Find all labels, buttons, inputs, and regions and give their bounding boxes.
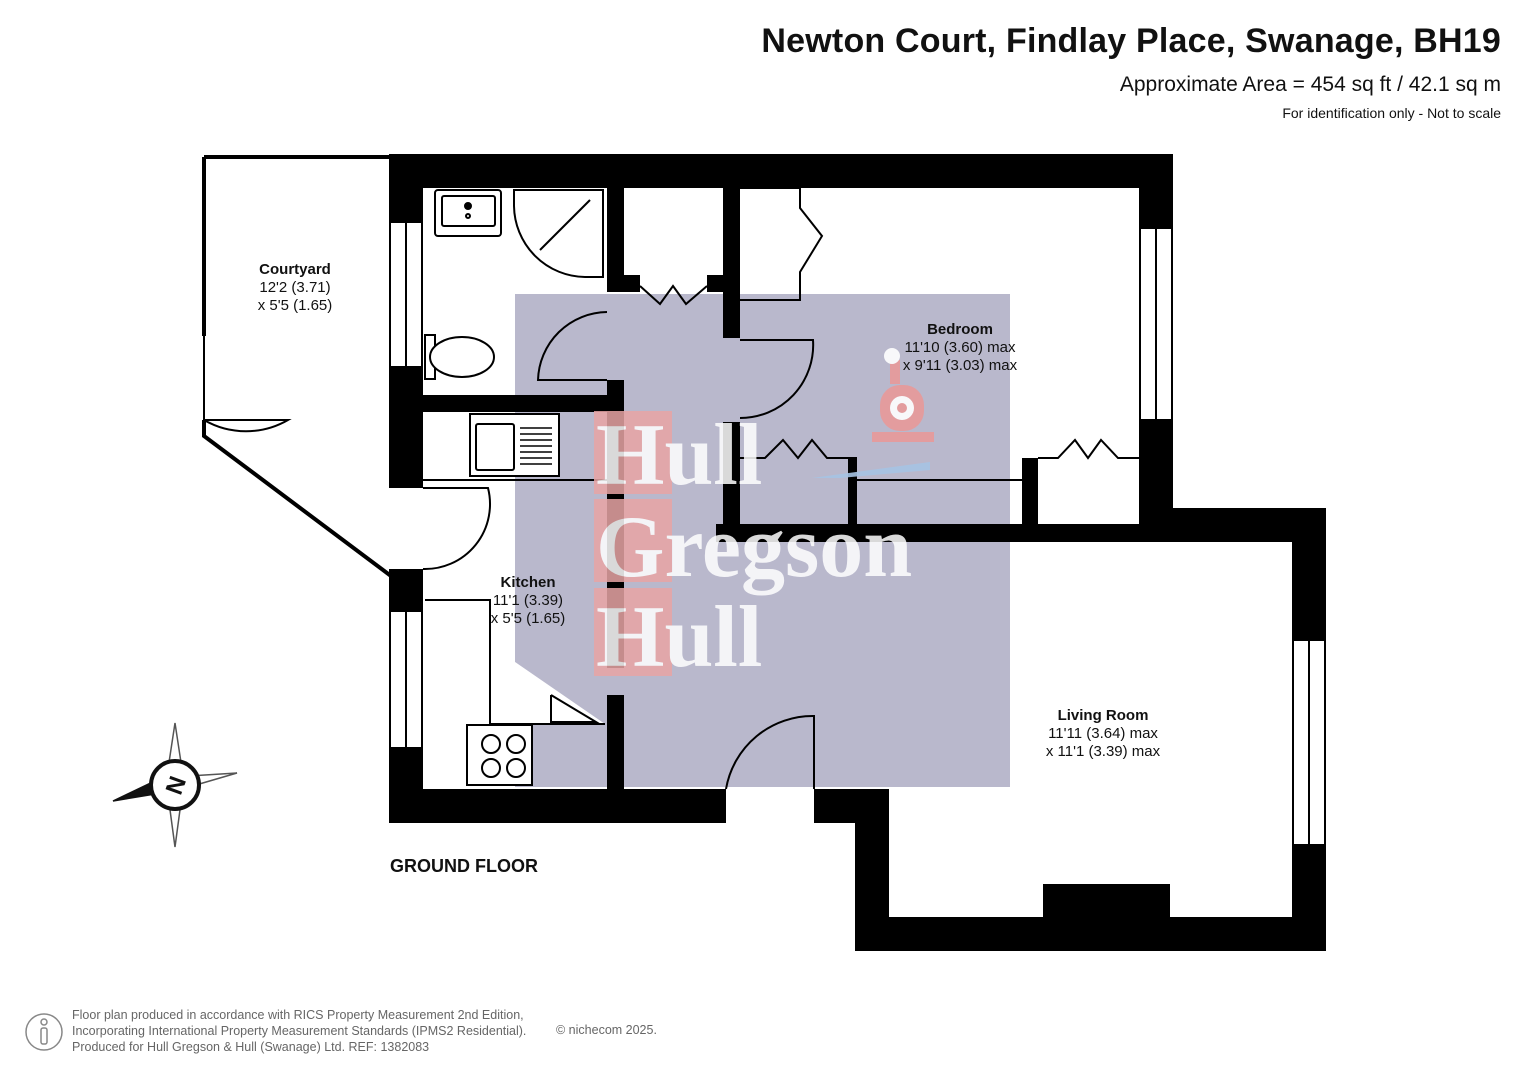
courtyard-dim2: x 5'5 (1.65) [258,297,333,314]
floor-plan: Hull Gregson Hull N Courtyard 12'2 (3.71… [112,154,1326,951]
shower-icon [513,189,604,278]
hob-icon [466,724,533,786]
bedroom-dim1: 11'10 (3.60) max [905,339,1016,356]
toilet-icon [429,336,495,378]
watermark-line1: Hull [596,407,762,504]
kitchen-dim1: 11'1 (3.39) [493,592,563,609]
bedroom-label: Bedroom [927,321,993,338]
kitchen-label: Kitchen [500,574,555,591]
living-room-dim2: x 11'1 (3.39) max [1046,743,1161,760]
courtyard-dim1: 12'2 (3.71) [259,279,330,296]
locomotive-icon [812,348,934,478]
footer-copyright: © nichecom 2025. [556,1023,657,1037]
scale-note: For identification only - Not to scale [1282,105,1501,121]
watermark-line2: Gregson [596,499,912,596]
footer-line-1: Floor plan produced in accordance with R… [72,1008,524,1022]
floor-label: GROUND FLOOR [390,856,538,876]
footer-line-3: Produced for Hull Gregson & Hull (Swanag… [72,1040,430,1054]
wardrobe-doors [423,187,1139,481]
courtyard-outline [202,155,393,578]
page-title: Newton Court, Findlay Place, Swanage, BH… [761,22,1501,60]
bedroom-dim2: x 9'11 (3.03) max [903,357,1018,374]
footer-line-2: Incorporating International Property Mea… [72,1024,527,1038]
walls [389,154,1326,951]
info-person-icon [25,1013,63,1051]
courtyard-label: Courtyard [259,261,331,278]
compass-rose-icon: N [112,722,238,848]
living-room-dim1: 11'11 (3.64) max [1048,725,1158,742]
footer-text: Floor plan produced in accordance with R… [72,1007,526,1055]
approximate-area: Approximate Area = 454 sq ft / 42.1 sq m [1119,73,1501,96]
sink-drainer [520,427,552,465]
doors [203,311,815,790]
bathroom-fixtures [424,189,604,380]
living-room-label: Living Room [1058,707,1149,724]
windows [389,221,1326,846]
kitchen-fixtures [425,413,605,786]
watermark-logo: Hull Gregson Hull [594,407,912,686]
kitchen-dim2: x 5'5 (1.65) [491,610,566,627]
watermark-line3: Hull [596,589,762,686]
